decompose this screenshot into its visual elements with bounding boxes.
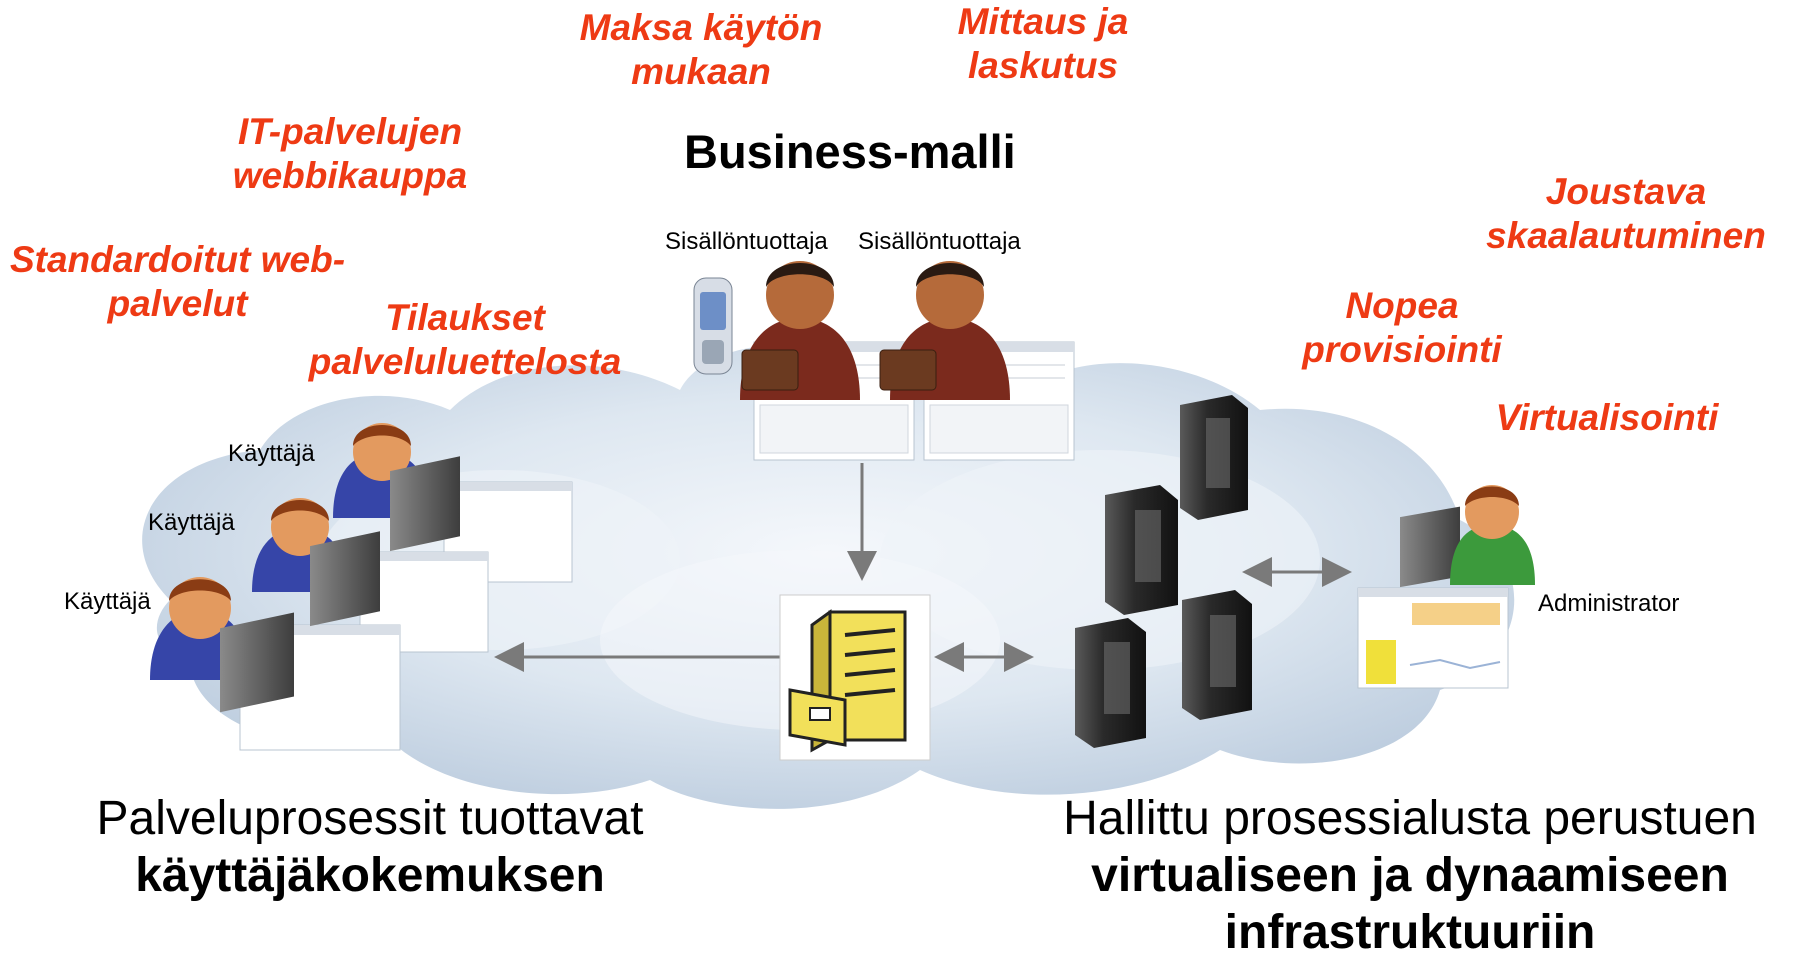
feature-line: Standardoitut web-	[9, 239, 346, 280]
feature-line: Joustava	[1545, 171, 1707, 212]
user-2-icon	[252, 498, 380, 627]
feature-line: palveluluettelosta	[308, 341, 622, 382]
file-cabinet-icon	[779, 594, 931, 761]
user-1-icon	[333, 423, 460, 552]
feature-pay-per-use: Maksa käytön mukaan	[572, 6, 830, 94]
feature-line: Virtualisointi	[1495, 397, 1719, 438]
caption-line-bold: virtualiseen ja dynaamiseen	[1091, 849, 1729, 902]
caption-line-bold: käyttäjäkokemuksen	[135, 849, 605, 902]
feature-line: webbikauppa	[232, 155, 468, 196]
server-icon-4	[1075, 618, 1146, 748]
feature-line: Maksa käytön	[579, 7, 823, 48]
feature-line: mukaan	[631, 51, 771, 92]
right-caption: Hallittu prosessialusta perustuen virtua…	[1020, 790, 1800, 961]
feature-line: IT-palvelujen	[237, 111, 463, 152]
feature-catalog-orders: Tilaukset palveluluettelosta	[300, 296, 630, 384]
content-producer-1-icon	[740, 261, 860, 400]
content-producer-label-1: Sisällöntuottaja	[665, 228, 828, 255]
feature-line: laskutus	[967, 45, 1119, 86]
phone-icon	[693, 277, 733, 375]
left-caption: Palveluprosessit tuottavat käyttäjäkokem…	[50, 790, 690, 904]
content-producer-2-icon	[879, 261, 1010, 400]
feature-line: Nopea	[1345, 285, 1459, 326]
caption-line-bold: infrastruktuuriin	[1224, 906, 1596, 959]
user-label-3: Käyttäjä	[64, 588, 151, 615]
feature-metering: Mittaus ja laskutus	[938, 0, 1148, 88]
business-model-heading: Business-malli	[684, 125, 1016, 178]
server-icon-3	[1182, 590, 1252, 720]
feature-virtualization: Virtualisointi	[1482, 396, 1732, 440]
user-3-icon	[150, 577, 294, 713]
feature-it-webshop: IT-palvelujen webbikauppa	[215, 110, 485, 198]
feature-line: skaalautuminen	[1486, 215, 1766, 256]
feature-flexible-scaling: Joustava skaalautuminen	[1476, 170, 1776, 258]
user-label-1: Käyttäjä	[228, 440, 315, 467]
feature-standard-web: Standardoitut web- palvelut	[0, 238, 355, 326]
admin-dashboard	[1357, 587, 1509, 689]
caption-line: Hallittu prosessialusta perustuen	[1063, 792, 1757, 845]
user-label-2: Käyttäjä	[148, 509, 235, 536]
administrator-icon	[1400, 485, 1535, 588]
server-icon-1	[1180, 395, 1248, 520]
feature-line: Tilaukset	[385, 297, 545, 338]
caption-line: Palveluprosessit tuottavat	[96, 792, 644, 845]
feature-fast-provisioning: Nopea provisiointi	[1292, 284, 1512, 372]
feature-line: provisiointi	[1302, 329, 1502, 370]
administrator-label: Administrator	[1538, 590, 1680, 617]
feature-line: Mittaus ja	[957, 1, 1129, 42]
content-producer-label-2: Sisällöntuottaja	[858, 228, 1021, 255]
server-icon-2	[1105, 485, 1178, 615]
feature-line: palvelut	[107, 283, 248, 324]
